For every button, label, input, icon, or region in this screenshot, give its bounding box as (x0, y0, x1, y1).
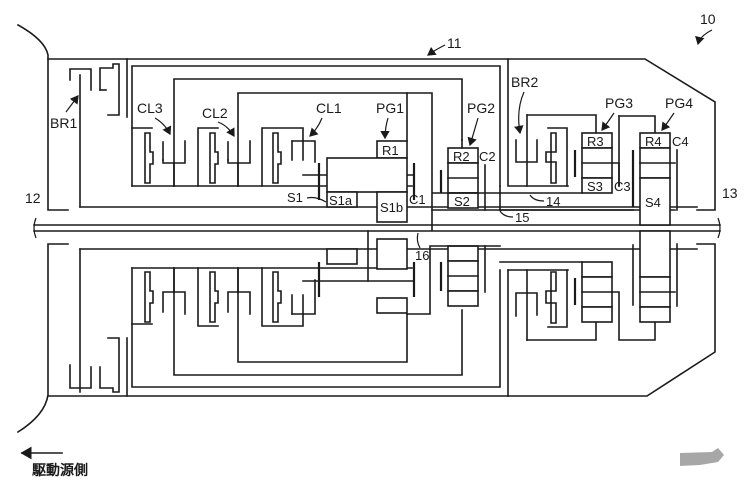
label-s1a: S1a (329, 193, 353, 208)
label-16: 16 (415, 248, 429, 263)
label-14: 14 (546, 194, 560, 209)
label-pg1: PG1 (376, 100, 404, 116)
transmission-case (16, 23, 716, 434)
label-r4: R4 (645, 134, 662, 149)
label-c1: C1 (409, 192, 426, 207)
label-11: 11 (447, 35, 462, 51)
label-s3: S3 (587, 179, 603, 194)
main-shaft (33, 217, 721, 239)
label-pg4: PG4 (665, 95, 693, 111)
label-cl2: CL2 (202, 105, 228, 121)
label-12: 12 (25, 190, 41, 206)
label-r1: R1 (382, 143, 399, 158)
label-r3: R3 (587, 134, 604, 149)
labels: 10 11 12 13 BR1 CL3 CL2 CL1 PG1 PG2 BR2 … (25, 11, 738, 263)
label-br1: BR1 (50, 115, 77, 131)
label-r2: R2 (453, 149, 470, 164)
label-c3: C3 (614, 179, 631, 194)
label-c4: C4 (672, 134, 689, 149)
drive-side-indicator: 駆動源側 (20, 446, 88, 479)
label-s4: S4 (645, 195, 661, 210)
drive-side-caption: 駆動源側 (32, 462, 88, 479)
label-cl3: CL3 (137, 100, 163, 116)
label-cl1: CL1 (316, 100, 342, 116)
watermark-smudge (680, 448, 724, 466)
upper-half (69, 58, 698, 231)
label-c2: C2 (479, 149, 496, 164)
label-s1: S1 (287, 190, 303, 205)
label-10: 10 (700, 11, 716, 27)
label-s2: S2 (454, 194, 470, 209)
label-s1b: S1b (380, 200, 403, 215)
label-pg3: PG3 (605, 95, 633, 111)
label-15: 15 (515, 210, 529, 225)
label-13: 13 (722, 185, 738, 201)
lower-half (69, 230, 698, 397)
label-br2: BR2 (511, 74, 538, 90)
label-pg2: PG2 (467, 100, 495, 116)
